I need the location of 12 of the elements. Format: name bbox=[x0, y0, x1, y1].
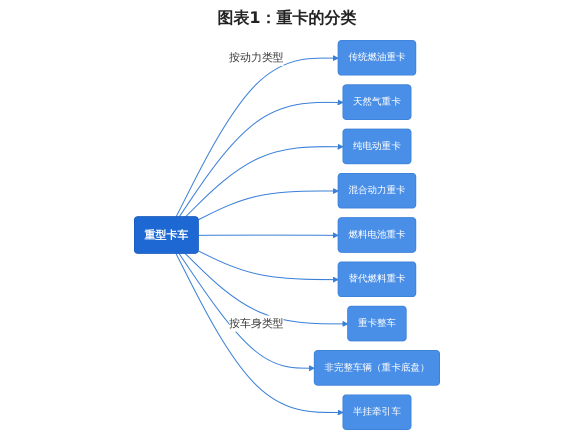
edge-label: 按车身类型 bbox=[229, 316, 284, 330]
arrow bbox=[185, 252, 348, 326]
arrow bbox=[185, 143, 344, 217]
chart-title: 图表1：重卡的分类 bbox=[216, 7, 358, 29]
arrow bbox=[176, 54, 339, 217]
arrow bbox=[198, 188, 339, 220]
arrow bbox=[198, 232, 339, 238]
edge-label: 按动力类型 bbox=[229, 50, 284, 64]
arrow bbox=[176, 253, 344, 415]
arrow bbox=[198, 250, 339, 282]
arrow bbox=[178, 98, 344, 217]
arrow bbox=[178, 252, 315, 371]
